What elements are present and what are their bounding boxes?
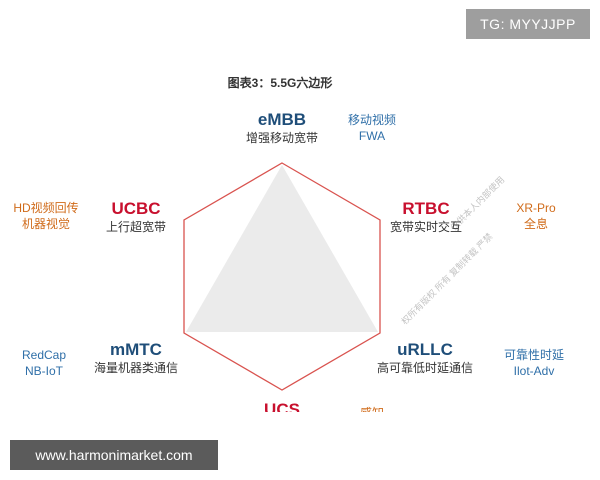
node-embb: eMBB 增强移动宽带 xyxy=(222,110,342,146)
website-banner[interactable]: www.harmonimarket.com xyxy=(10,440,218,470)
node-mmtc: mMTC 海量机器类通信 xyxy=(78,340,194,376)
side-label-upper-right-line2: 全息 xyxy=(523,217,548,231)
node-mmtc-desc: 海量机器类通信 xyxy=(93,361,178,375)
node-ucbc: UCBC 上行超宽带 xyxy=(88,199,184,235)
node-urllc-abbr: uRLLC xyxy=(397,340,453,359)
node-rtbc: RTBC 宽带实时交互 xyxy=(370,199,482,235)
side-label-top-right: 移动视频 FWA xyxy=(336,112,408,144)
node-embb-abbr: eMBB xyxy=(257,110,307,129)
side-label-lower-right-line1: 可靠性时延 xyxy=(503,348,564,362)
node-urllc-desc: 高可靠低时延通信 xyxy=(376,361,473,375)
node-rtbc-abbr: RTBC xyxy=(402,199,450,218)
side-label-lower-left-line2: NB-IoT xyxy=(24,364,63,378)
side-label-lower-right: 可靠性时延 Ilot-Adv xyxy=(494,347,574,379)
figure-title: 图表3：5.5G六边形 xyxy=(227,76,333,90)
hexagon-outline xyxy=(183,162,381,391)
node-mmtc-abbr: mMTC xyxy=(110,340,162,359)
side-label-upper-left: HD视频回传 机器视觉 xyxy=(2,200,90,232)
side-label-lower-right-line2: Ilot-Adv xyxy=(513,364,555,378)
node-ucbc-abbr: UCBC xyxy=(111,199,161,218)
side-label-upper-right-line1: XR-Pro xyxy=(516,201,556,215)
side-label-upper-left-line1: HD视频回传 xyxy=(13,201,79,215)
side-label-top-right-line1: 移动视频 xyxy=(347,113,396,127)
tg-badge: TG: MYYJJPP xyxy=(466,9,590,39)
side-label-lower-left-line1: RedCap xyxy=(21,348,67,362)
node-embb-desc: 增强移动宽带 xyxy=(245,131,318,145)
side-label-lower-left: RedCap NB-IoT xyxy=(12,347,76,379)
node-urllc: uRLLC 高可靠低时延通信 xyxy=(360,340,490,376)
side-label-upper-left-line2: 机器视觉 xyxy=(21,217,70,231)
center-triangle xyxy=(186,165,378,332)
node-ucbc-desc: 上行超宽带 xyxy=(105,220,166,234)
side-label-top-right-line2: FWA xyxy=(358,129,386,143)
side-label-upper-right: XR-Pro 全息 xyxy=(500,200,572,232)
node-rtbc-desc: 宽带实时交互 xyxy=(389,220,462,234)
